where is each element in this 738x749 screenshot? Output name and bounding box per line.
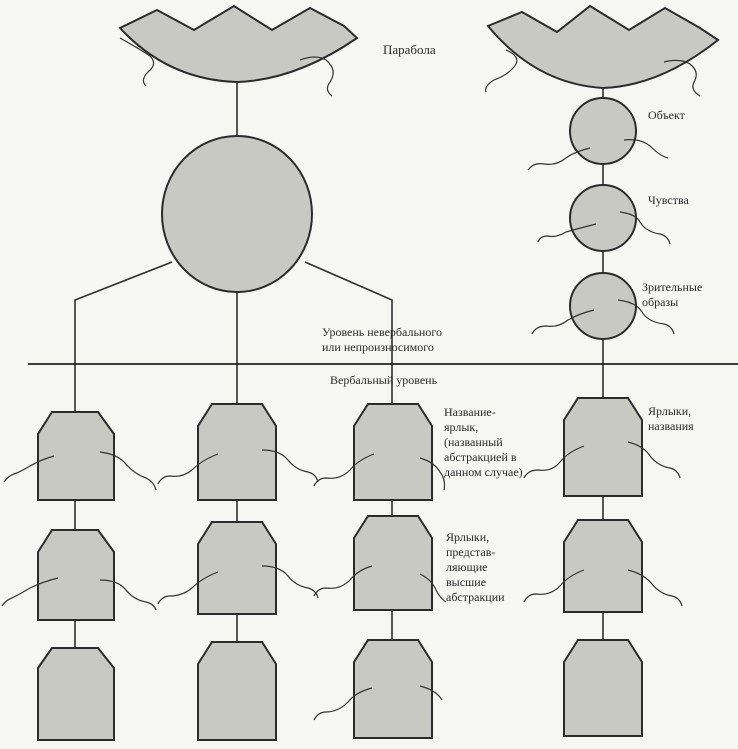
verbal-level-label: Вербальный уровень: [330, 373, 437, 388]
visual-images-label: Зрительные образы: [642, 280, 702, 310]
parabola-label: Парабола: [383, 42, 436, 57]
label-box-col3-row3: [354, 640, 432, 738]
squiggle-line: [486, 50, 517, 92]
higher-labels-text: Ярлыки, представ- ляющие высшие абстракц…: [446, 530, 505, 605]
visual-images-circle: [570, 273, 636, 339]
label-box-col2-row3: [198, 642, 276, 740]
label-box-col1-row2: [38, 530, 114, 620]
label-box-col3-row2: [354, 516, 432, 610]
nonverbal-level-label: Уровень невербального или непроизносимог…: [322, 325, 442, 355]
label-box-col2-row2: [198, 522, 276, 614]
squiggle-line: [528, 148, 590, 170]
label-box-col1-row1: [38, 412, 114, 500]
parabola-shape-left: [120, 6, 357, 82]
label-box-col1-row3: [38, 648, 114, 740]
label-box-right-row1: [564, 398, 642, 496]
parabola-shape-right: [488, 6, 718, 88]
label-box-col2-row1: [198, 404, 276, 500]
label-box-right-row2: [564, 520, 642, 612]
name-label-text: Название- ярлык, (названный абстракцией …: [444, 405, 523, 480]
label-box-col3-row1: [354, 404, 432, 500]
feelings-circle: [570, 185, 636, 251]
feelings-label: Чувства: [648, 193, 689, 208]
labels-names-text: Ярлыки, названия: [648, 404, 694, 434]
label-box-right-row3: [564, 640, 642, 736]
event-oval: [162, 136, 312, 292]
object-label: Объект: [648, 108, 685, 123]
object-circle: [570, 98, 636, 164]
connector-line: [75, 262, 172, 412]
